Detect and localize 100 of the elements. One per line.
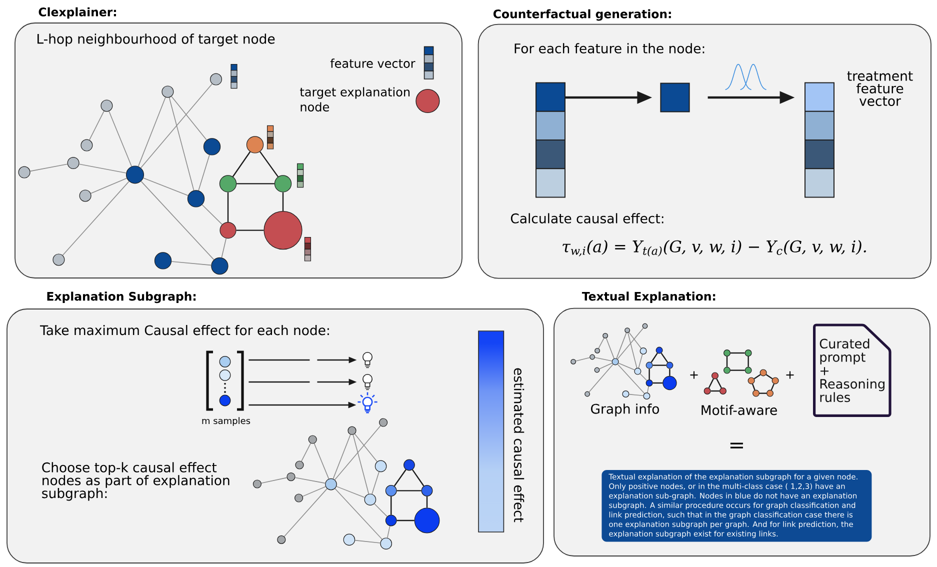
graph-node — [646, 362, 653, 369]
graph-edge — [660, 352, 668, 363]
graph-edge — [628, 332, 642, 349]
prompt-document: Curated prompt + Reasoning rules — [813, 324, 892, 417]
graph-edge — [227, 192, 229, 222]
graph-edge — [652, 382, 663, 384]
graph-node — [622, 390, 630, 398]
graph-node — [642, 323, 648, 329]
graph-node — [646, 380, 653, 386]
graph-node — [67, 157, 80, 169]
graph-node — [612, 358, 619, 366]
graph-edge — [710, 390, 720, 392]
graph-edge — [232, 151, 251, 177]
graph-node — [385, 514, 397, 526]
graph-caption: Graph info — [591, 404, 659, 416]
graph-node — [211, 257, 228, 275]
graph-node — [348, 426, 356, 435]
graph-edge — [647, 386, 650, 393]
vector-caption: treatment feature vector — [847, 71, 913, 106]
graph-edge — [334, 488, 382, 540]
graph-edge — [386, 526, 390, 538]
sample-node — [219, 394, 231, 406]
graph-edge — [294, 477, 326, 484]
graph-node — [634, 368, 642, 375]
colorbar-label: estimated causal effect — [514, 368, 524, 522]
formula: τ$_{w,i}$(a) = Y$_{t(a)}$(G, v, w, i) − Y$_{c}$(G, v, w, i). — [562, 240, 866, 257]
graph-edge — [598, 338, 604, 349]
graph-edge — [588, 364, 614, 392]
graph-node — [210, 73, 222, 86]
graph-node — [100, 100, 113, 112]
panel-title: Clexplainer: — [38, 7, 116, 19]
bracket-caption: m samples — [202, 417, 250, 426]
graph-node — [594, 367, 600, 373]
plus-sign: + — [786, 371, 794, 379]
graph-node — [162, 86, 174, 98]
graph-node — [374, 460, 387, 472]
graph-node — [203, 138, 221, 156]
sample-node — [219, 370, 231, 381]
graph-node — [414, 508, 440, 534]
graph-edge — [90, 178, 128, 194]
graph-edge — [748, 356, 749, 367]
graph-edge — [62, 180, 130, 256]
panel-title: Explanation Subgraph: — [47, 292, 196, 304]
graph-edge — [599, 362, 613, 370]
lightbulb-icon — [362, 374, 372, 390]
legend-label: feature vector — [330, 58, 416, 68]
graph-edge — [202, 204, 222, 225]
graph-edge — [652, 364, 666, 366]
graph-edge — [352, 434, 370, 494]
instruction-text: Choose top-k causal effect nodes as part of explanation subgraph: — [42, 462, 230, 501]
graph-edge — [282, 192, 284, 211]
graph-node — [79, 190, 92, 202]
graph-edge — [336, 486, 366, 498]
graph-edge — [650, 352, 658, 363]
graph-edge — [594, 357, 612, 362]
graph-edge — [332, 434, 351, 480]
graph-node — [219, 175, 237, 192]
graph-edge — [648, 368, 650, 380]
graph-node — [380, 538, 392, 550]
graph-edge — [638, 354, 643, 368]
graph-node — [584, 391, 590, 397]
graph-edge — [142, 178, 188, 196]
graph-edge — [260, 151, 278, 178]
graph-edge — [390, 496, 392, 515]
graph-node — [590, 354, 595, 360]
graph-node — [343, 534, 356, 546]
graph-node — [220, 222, 236, 239]
graph-edge — [618, 362, 635, 370]
graph-node — [286, 472, 296, 482]
motif-node — [744, 350, 752, 356]
graph-node — [662, 376, 677, 390]
graph-edge — [301, 442, 312, 462]
graph-edge — [108, 110, 132, 167]
graph-node — [252, 480, 262, 488]
graph-edge — [171, 261, 212, 266]
graph-node — [187, 190, 205, 208]
graph-edge — [354, 434, 378, 462]
graph-node — [421, 485, 433, 496]
instruction-text: Calculate causal effect: — [510, 213, 664, 224]
instruction-text: L-hop neighbourhood of target node — [38, 34, 275, 46]
graph-node — [264, 211, 302, 250]
plus-sign: + — [690, 371, 698, 379]
graph-node — [308, 435, 317, 444]
graph-edge — [168, 97, 194, 191]
sample-node — [219, 356, 231, 368]
graph-edge — [760, 392, 766, 394]
motif-node — [724, 350, 730, 356]
legend-label: target explanation node — [300, 87, 410, 112]
graph-edge — [412, 469, 424, 486]
graph-edge — [394, 469, 406, 486]
graph-edge — [138, 96, 166, 167]
graph-edge — [140, 83, 213, 168]
graph-node — [666, 362, 674, 369]
graph-edge — [640, 373, 648, 381]
graph-edge — [89, 110, 104, 140]
motif-node — [704, 388, 711, 394]
graph-edge — [754, 374, 761, 380]
motif-node — [724, 366, 730, 374]
instruction-text: Take maximum Causal effect for each node: — [40, 324, 329, 336]
graph-edge — [669, 368, 670, 376]
